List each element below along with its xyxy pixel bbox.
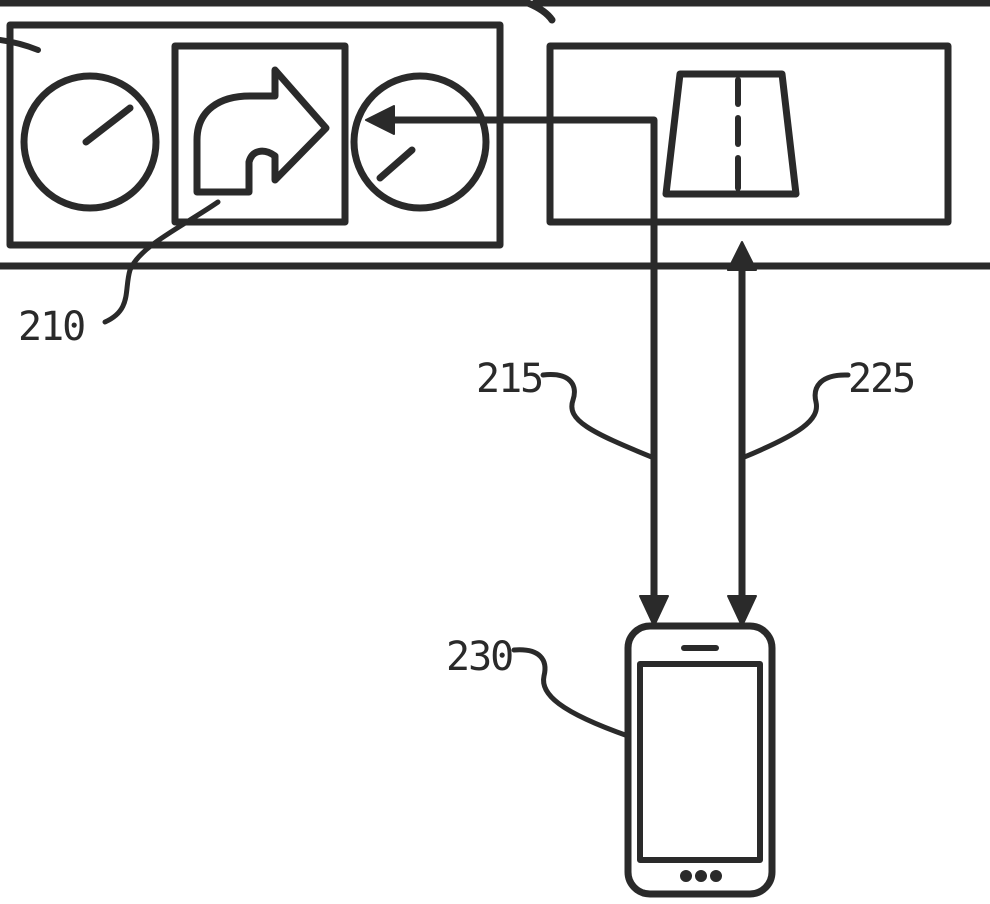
cluster-leader-line [0,37,41,53]
gauge-icon [350,72,490,212]
ref-label-215: 215 [476,356,542,402]
turn-display [171,42,349,226]
ref-label-230: 230 [446,634,512,680]
leader-215 [540,372,657,461]
ref-label-210: 210 [18,304,84,350]
signal-path-215 [365,105,669,627]
gauge-icon [20,72,160,212]
gauge-left [20,72,160,212]
ref-label-225: 225 [848,356,914,402]
smartphone [624,622,776,898]
leader-230 [511,647,631,739]
road-display [546,42,952,226]
gauge-right [350,72,490,212]
leader-210 [102,199,221,325]
signal-path-225 [727,241,757,627]
vehicle-frame [0,0,990,270]
leader-225 [739,372,851,461]
instrument-cluster [0,21,504,249]
road-lane-icon [662,70,800,198]
turn-right-arrow-icon [193,66,330,196]
smartphone-icon [624,622,776,898]
